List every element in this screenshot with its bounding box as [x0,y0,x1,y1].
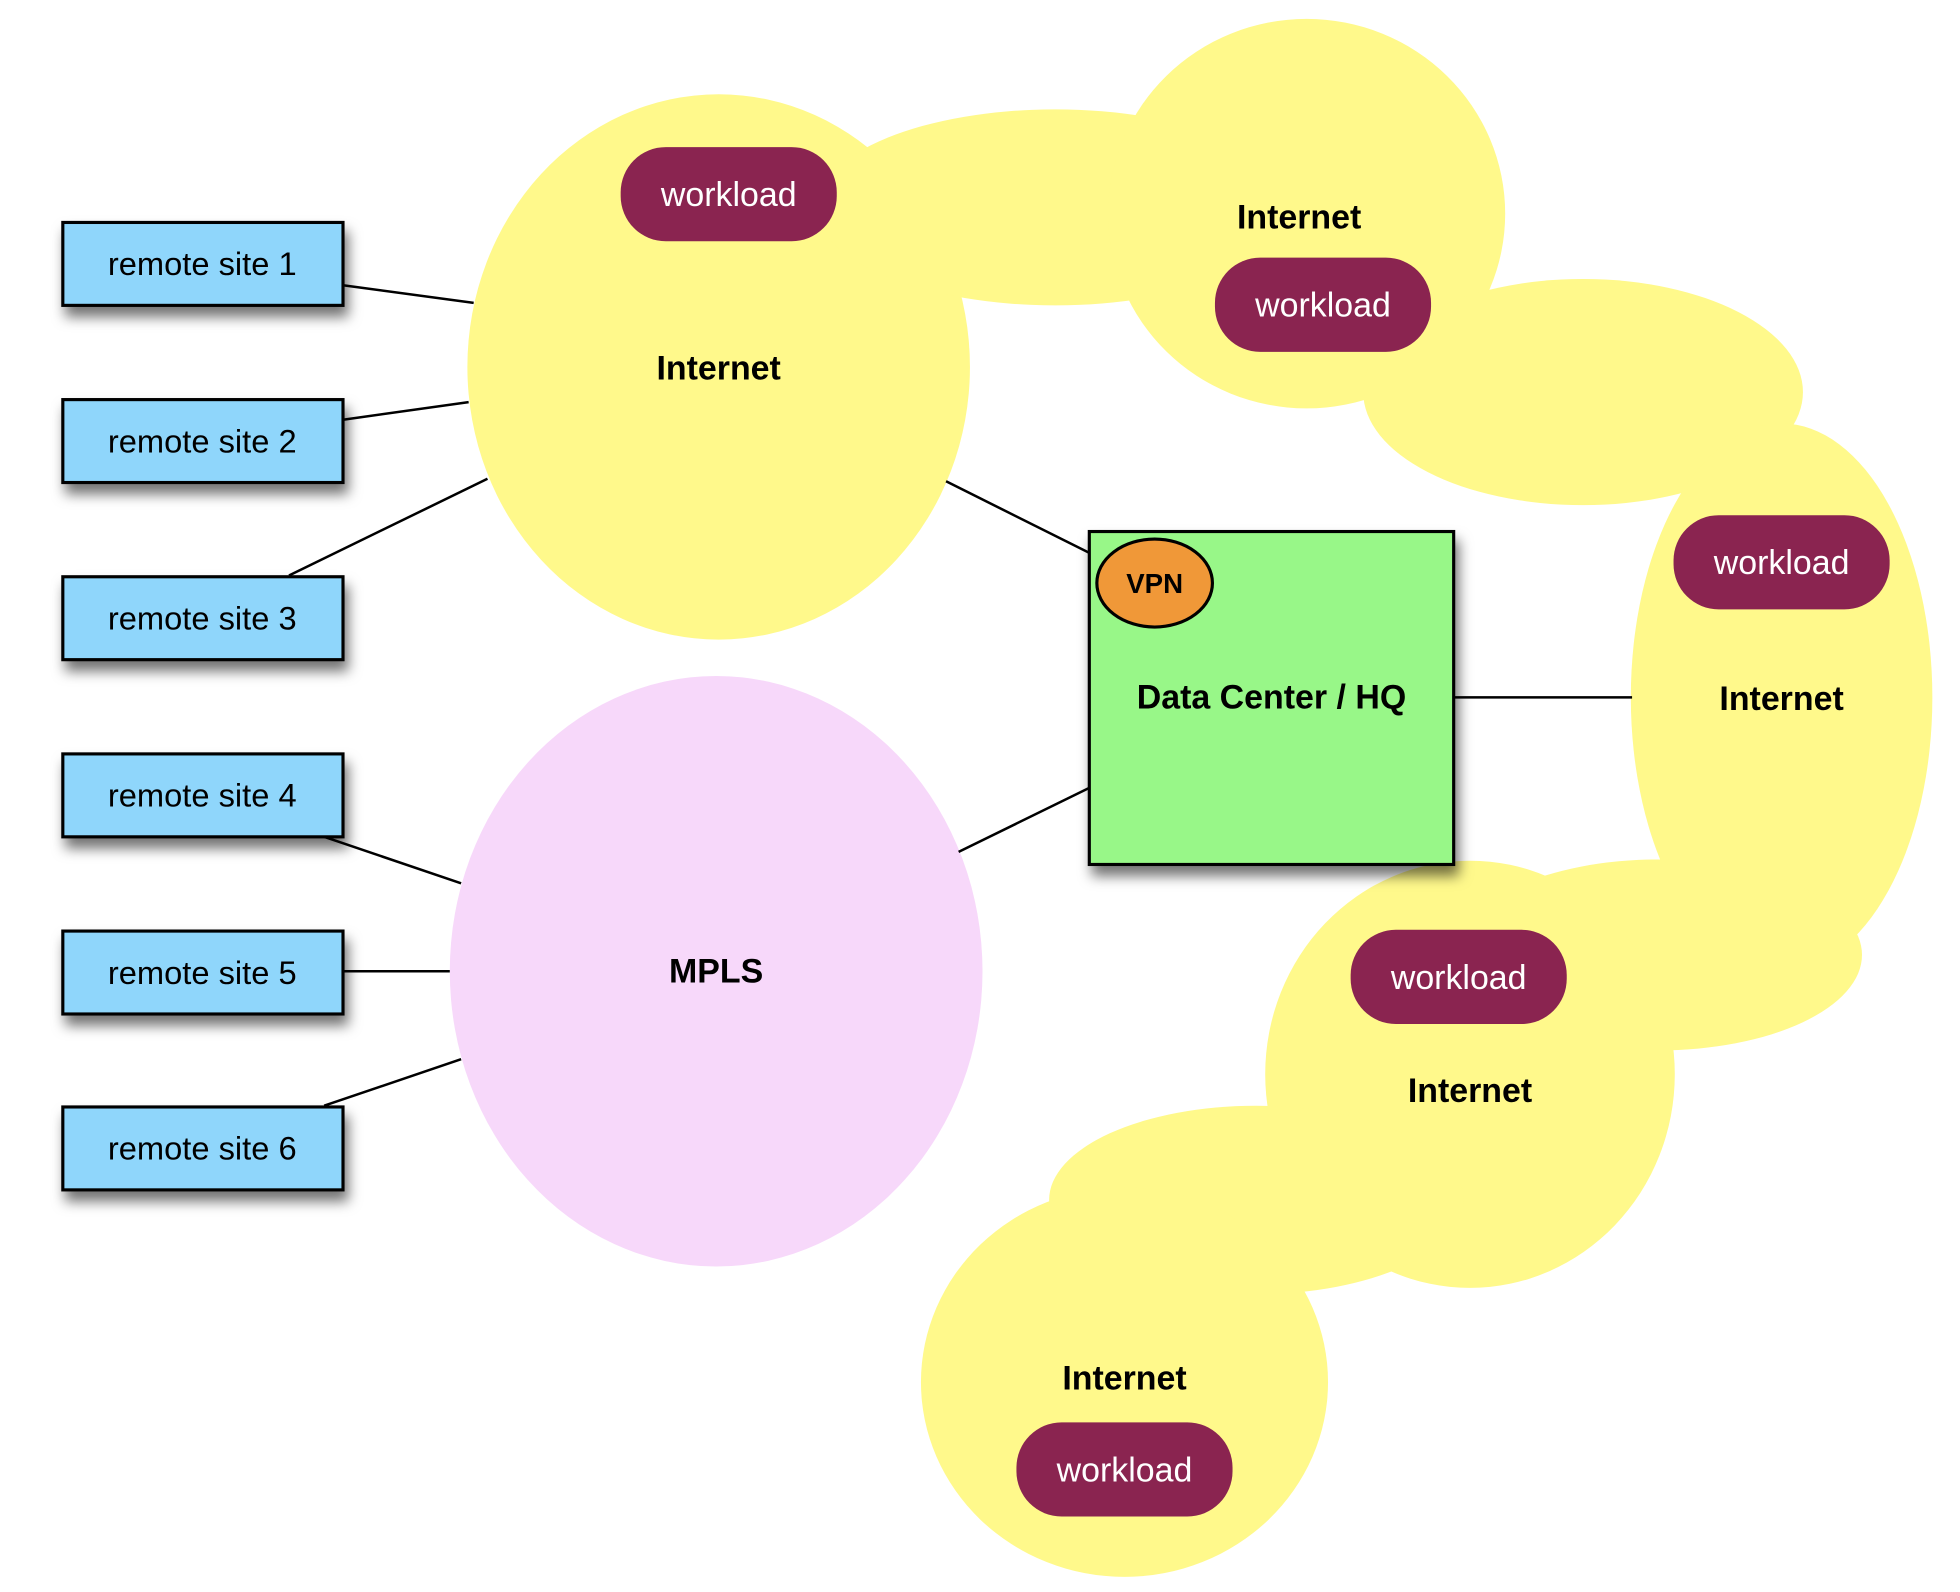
internet-label: Internet [656,349,780,387]
internet-label: Internet [1237,199,1361,237]
workload-label: workload [1390,959,1527,997]
internet-cloud-chain [467,18,1933,1577]
internet-cloud-5[interactable]: Internet workload [1016,1360,1233,1517]
workload-label: workload [1056,1451,1193,1489]
remote-site-6[interactable]: remote site 6 [61,1105,345,1192]
internet-label: Internet [1062,1360,1186,1398]
workload-label: workload [1254,287,1391,325]
workload-pill [1016,1422,1233,1517]
remote-site-2[interactable]: remote site 2 [61,398,345,485]
remote-site-1[interactable]: remote site 1 [61,220,345,307]
internet-cloud-1[interactable]: workload Internet [620,147,837,388]
mpls-label: MPLS [669,953,763,991]
remote-site-box [61,752,345,839]
link-internet-vpn [945,480,1108,563]
vpn-label: VPN [1126,568,1183,599]
remote-site-4[interactable]: remote site 4 [61,752,345,839]
workload-pill [620,147,837,242]
vpn-ellipse [1095,537,1215,629]
link-site1-internet [342,284,474,305]
remote-site-label: remote site 6 [108,1130,297,1167]
remote-site-box [61,929,345,1016]
workload-pill [1214,257,1432,352]
link-site6-mpls [323,1058,462,1107]
workload-pill [1350,929,1567,1025]
remote-site-5[interactable]: remote site 5 [61,929,345,1016]
internet-label: Internet [1408,1072,1532,1110]
remote-site-box [61,1105,345,1192]
remote-site-box [61,575,345,662]
remote-site-label: remote site 1 [108,245,297,282]
remote-site-label: remote site 3 [108,600,297,637]
links [288,284,1633,1107]
datacenter-label: Data Center / HQ [1137,679,1406,717]
internet-cloud-3[interactable]: workload Internet [1673,515,1890,718]
link-site3-internet [288,477,489,577]
workload-label: workload [660,176,797,214]
remote-site-box [61,398,345,485]
remote-site-label: remote site 5 [108,954,297,991]
link-site2-internet [342,400,469,421]
internet-cloud-2[interactable]: Internet workload [1214,199,1432,352]
remote-site-label: remote site 2 [108,422,297,459]
internet-cloud-4[interactable]: workload Internet [1350,929,1567,1110]
internet-label: Internet [1719,680,1843,718]
mpls-cloud [449,676,983,1267]
workload-pill [1673,515,1890,610]
remote-site-label: remote site 4 [108,777,297,814]
cloud-shape [1363,278,1803,506]
link-mpls-datacenter [958,786,1090,854]
remote-site-3[interactable]: remote site 3 [61,575,345,662]
remote-site-box [61,220,345,307]
datacenter-hq[interactable]: Data Center / HQ VPN [1087,529,1456,867]
vpn-node[interactable]: VPN [1095,537,1215,629]
link-site4-mpls [323,835,462,885]
workload-label: workload [1713,544,1850,582]
